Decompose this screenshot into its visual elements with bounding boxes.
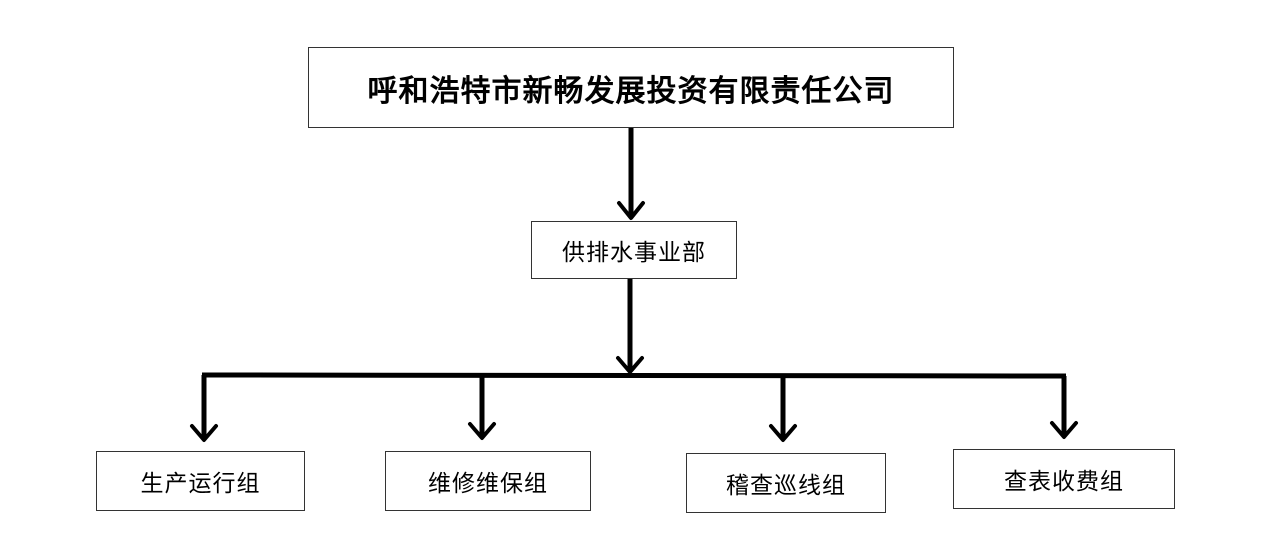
connector-bus <box>201 372 1067 379</box>
team-label: 生产运行组 <box>140 471 261 497</box>
connector-drop-team-3 <box>769 376 797 442</box>
department-label: 供排水事业部 <box>562 240 706 266</box>
department-box: 供排水事业部 <box>531 221 737 279</box>
connector-drop-team-2 <box>468 375 496 440</box>
team-label: 维修维保组 <box>428 471 548 497</box>
connector-root-to-department <box>617 128 645 220</box>
root-company-box: 呼和浩特市新畅发展投资有限责任公司 <box>308 47 954 128</box>
team-box-production-operation: 生产运行组 <box>96 451 305 511</box>
root-company-label: 呼和浩特市新畅发展投资有限责任公司 <box>367 73 895 109</box>
connector-drop-team-1 <box>190 375 218 442</box>
team-label: 稽查巡线组 <box>726 473 846 499</box>
connector-department-to-bus <box>616 279 644 374</box>
team-box-inspection-patrol: 稽查巡线组 <box>686 453 886 513</box>
team-box-meter-billing: 查表收费组 <box>953 449 1175 509</box>
team-label: 查表收费组 <box>1004 469 1124 495</box>
team-box-maintenance: 维修维保组 <box>385 451 591 511</box>
connector-drop-team-4 <box>1050 376 1078 439</box>
